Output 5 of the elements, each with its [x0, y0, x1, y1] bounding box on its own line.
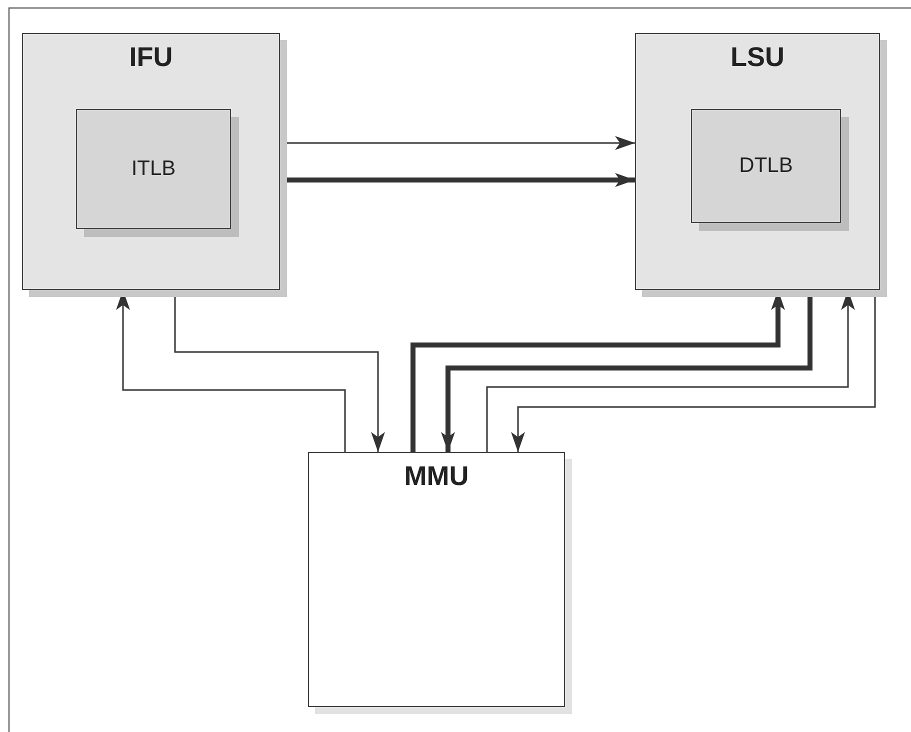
unit-title: LSU	[730, 42, 786, 73]
unit-title: MMU	[403, 461, 470, 492]
unit-label: ITLB	[130, 157, 177, 181]
unit-title: IFU	[128, 42, 174, 73]
unit-label: DTLB	[738, 154, 794, 178]
